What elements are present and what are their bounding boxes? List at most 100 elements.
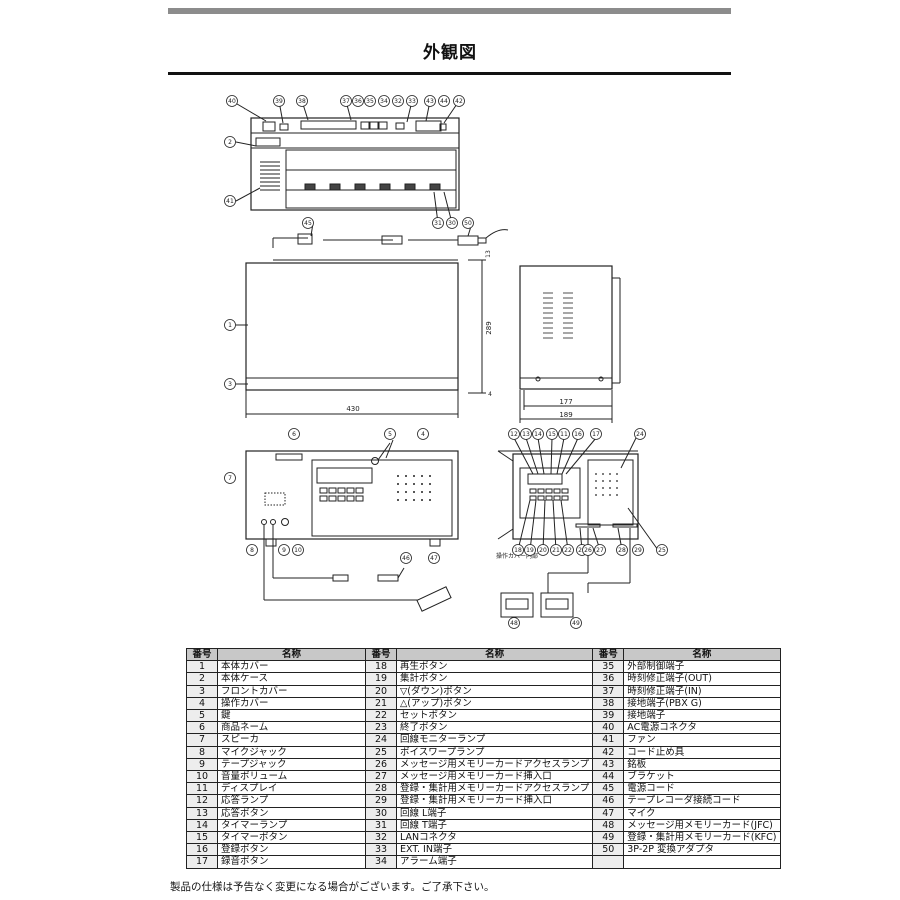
table-header-row: 番号 名称 番号 名称 番号 名称 [186,647,781,662]
callout-label: 40 [228,98,236,105]
callout-label: 4 [421,431,425,438]
callout-label: 41 [226,198,234,205]
callout-40: 40 [226,95,238,107]
header-bar [168,8,731,14]
part-number: 31 [365,818,397,833]
part-name: 回線 T端子 [395,818,594,833]
header-name: 名称 [217,647,366,662]
part-number: 35 [592,660,625,674]
part-name: 応答ランプ [217,794,366,808]
part-number: 16 [186,843,218,857]
callout-1: 1 [224,319,236,331]
part-name: 登録・集計用メモリーカード挿入口 [395,794,594,808]
callout-36: 36 [352,95,364,107]
part-number: 10 [186,770,218,784]
part-number: 25 [365,745,397,759]
callout-35: 35 [364,95,376,107]
callout-label: 9 [282,547,286,554]
part-number: 45 [592,782,625,796]
part-name: 応答ボタン [217,806,366,820]
callout-label: 21 [552,547,560,554]
part-name: 回線 L端子 [395,806,594,820]
callout-32: 32 [392,95,404,107]
part-number: 5 [186,709,218,723]
callout-7: 7 [224,472,236,484]
part-name: メッセージ用メモリーカード(JFC) [623,818,781,833]
part-number: 21 [365,696,397,711]
part-number: 47 [592,806,625,820]
callout-16: 16 [572,428,584,440]
callout-label: 38 [298,98,306,105]
part-number: 22 [365,709,397,723]
part-name: テープジャック [217,757,366,772]
power-cord [272,222,509,248]
callout-28: 28 [616,544,628,556]
part-name: マイクジャック [217,745,366,759]
callout-20: 20 [537,544,549,556]
front-view [245,439,459,612]
part-name: ブラケット [623,770,781,784]
callout-46: 46 [400,552,412,564]
part-name: ディスプレイ [217,782,366,796]
part-number: 18 [365,660,397,674]
dim-height: 289 [485,321,493,334]
part-name: 時刻修正端子(IN) [623,684,781,698]
part-name: 本体ケース [217,672,366,686]
part-number: 40 [592,721,625,735]
callout-3: 3 [224,378,236,390]
part-number: 15 [186,831,218,845]
callout-18: 18 [512,544,524,556]
part-number: 1 [186,660,218,674]
part-name: セットボタン [395,709,594,723]
callout-label: 7 [228,475,232,482]
part-number: 49 [592,831,625,845]
part-name: 3P-2P 変換アダプタ [623,843,781,857]
part-name: 録音ボタン [217,855,366,869]
rear-panel-view [231,100,460,224]
callout-10: 10 [292,544,304,556]
callout-label: 47 [430,555,438,562]
footnote: 製品の仕様は予告なく変更になる場合がございます。ご了承下さい。 [170,881,495,893]
callout-label: 31 [434,220,442,227]
part-name: メッセージ用メモリーカードアクセスランプ [395,757,594,772]
callout-label: 26 [584,547,592,554]
callout-label: 37 [342,98,350,105]
callout-label: 35 [366,98,374,105]
callout-14: 14 [532,428,544,440]
callout-label: 49 [572,620,580,627]
part-number: 37 [592,684,625,698]
part-name: アラーム端子 [395,855,594,869]
callout-label: 17 [592,431,600,438]
part-number: 39 [592,709,625,723]
part-name: △(アップ)ボタン [395,696,594,711]
callout-2: 2 [224,136,236,148]
part-number: 34 [365,855,397,869]
callout-label: 39 [275,98,283,105]
part-name: マイク [623,806,781,820]
part-name: 回線モニターランプ [395,733,594,747]
callout-label: 12 [510,431,518,438]
part-name: 外部制御端子 [623,660,781,674]
part-name: EXT. IN端子 [395,843,594,857]
callout-42: 42 [453,95,465,107]
part-number: 11 [186,782,218,796]
callout-label: 10 [294,547,302,554]
part-number: 48 [592,818,625,833]
part-number: 2 [186,672,218,686]
callout-34: 34 [378,95,390,107]
part-name: フロントカバー [217,684,366,698]
dim-small-bottom: 4 [488,391,492,398]
callout-41: 41 [224,195,236,207]
callout-label: 22 [564,547,572,554]
callout-label: 2 [228,139,232,146]
callout-label: 32 [394,98,402,105]
